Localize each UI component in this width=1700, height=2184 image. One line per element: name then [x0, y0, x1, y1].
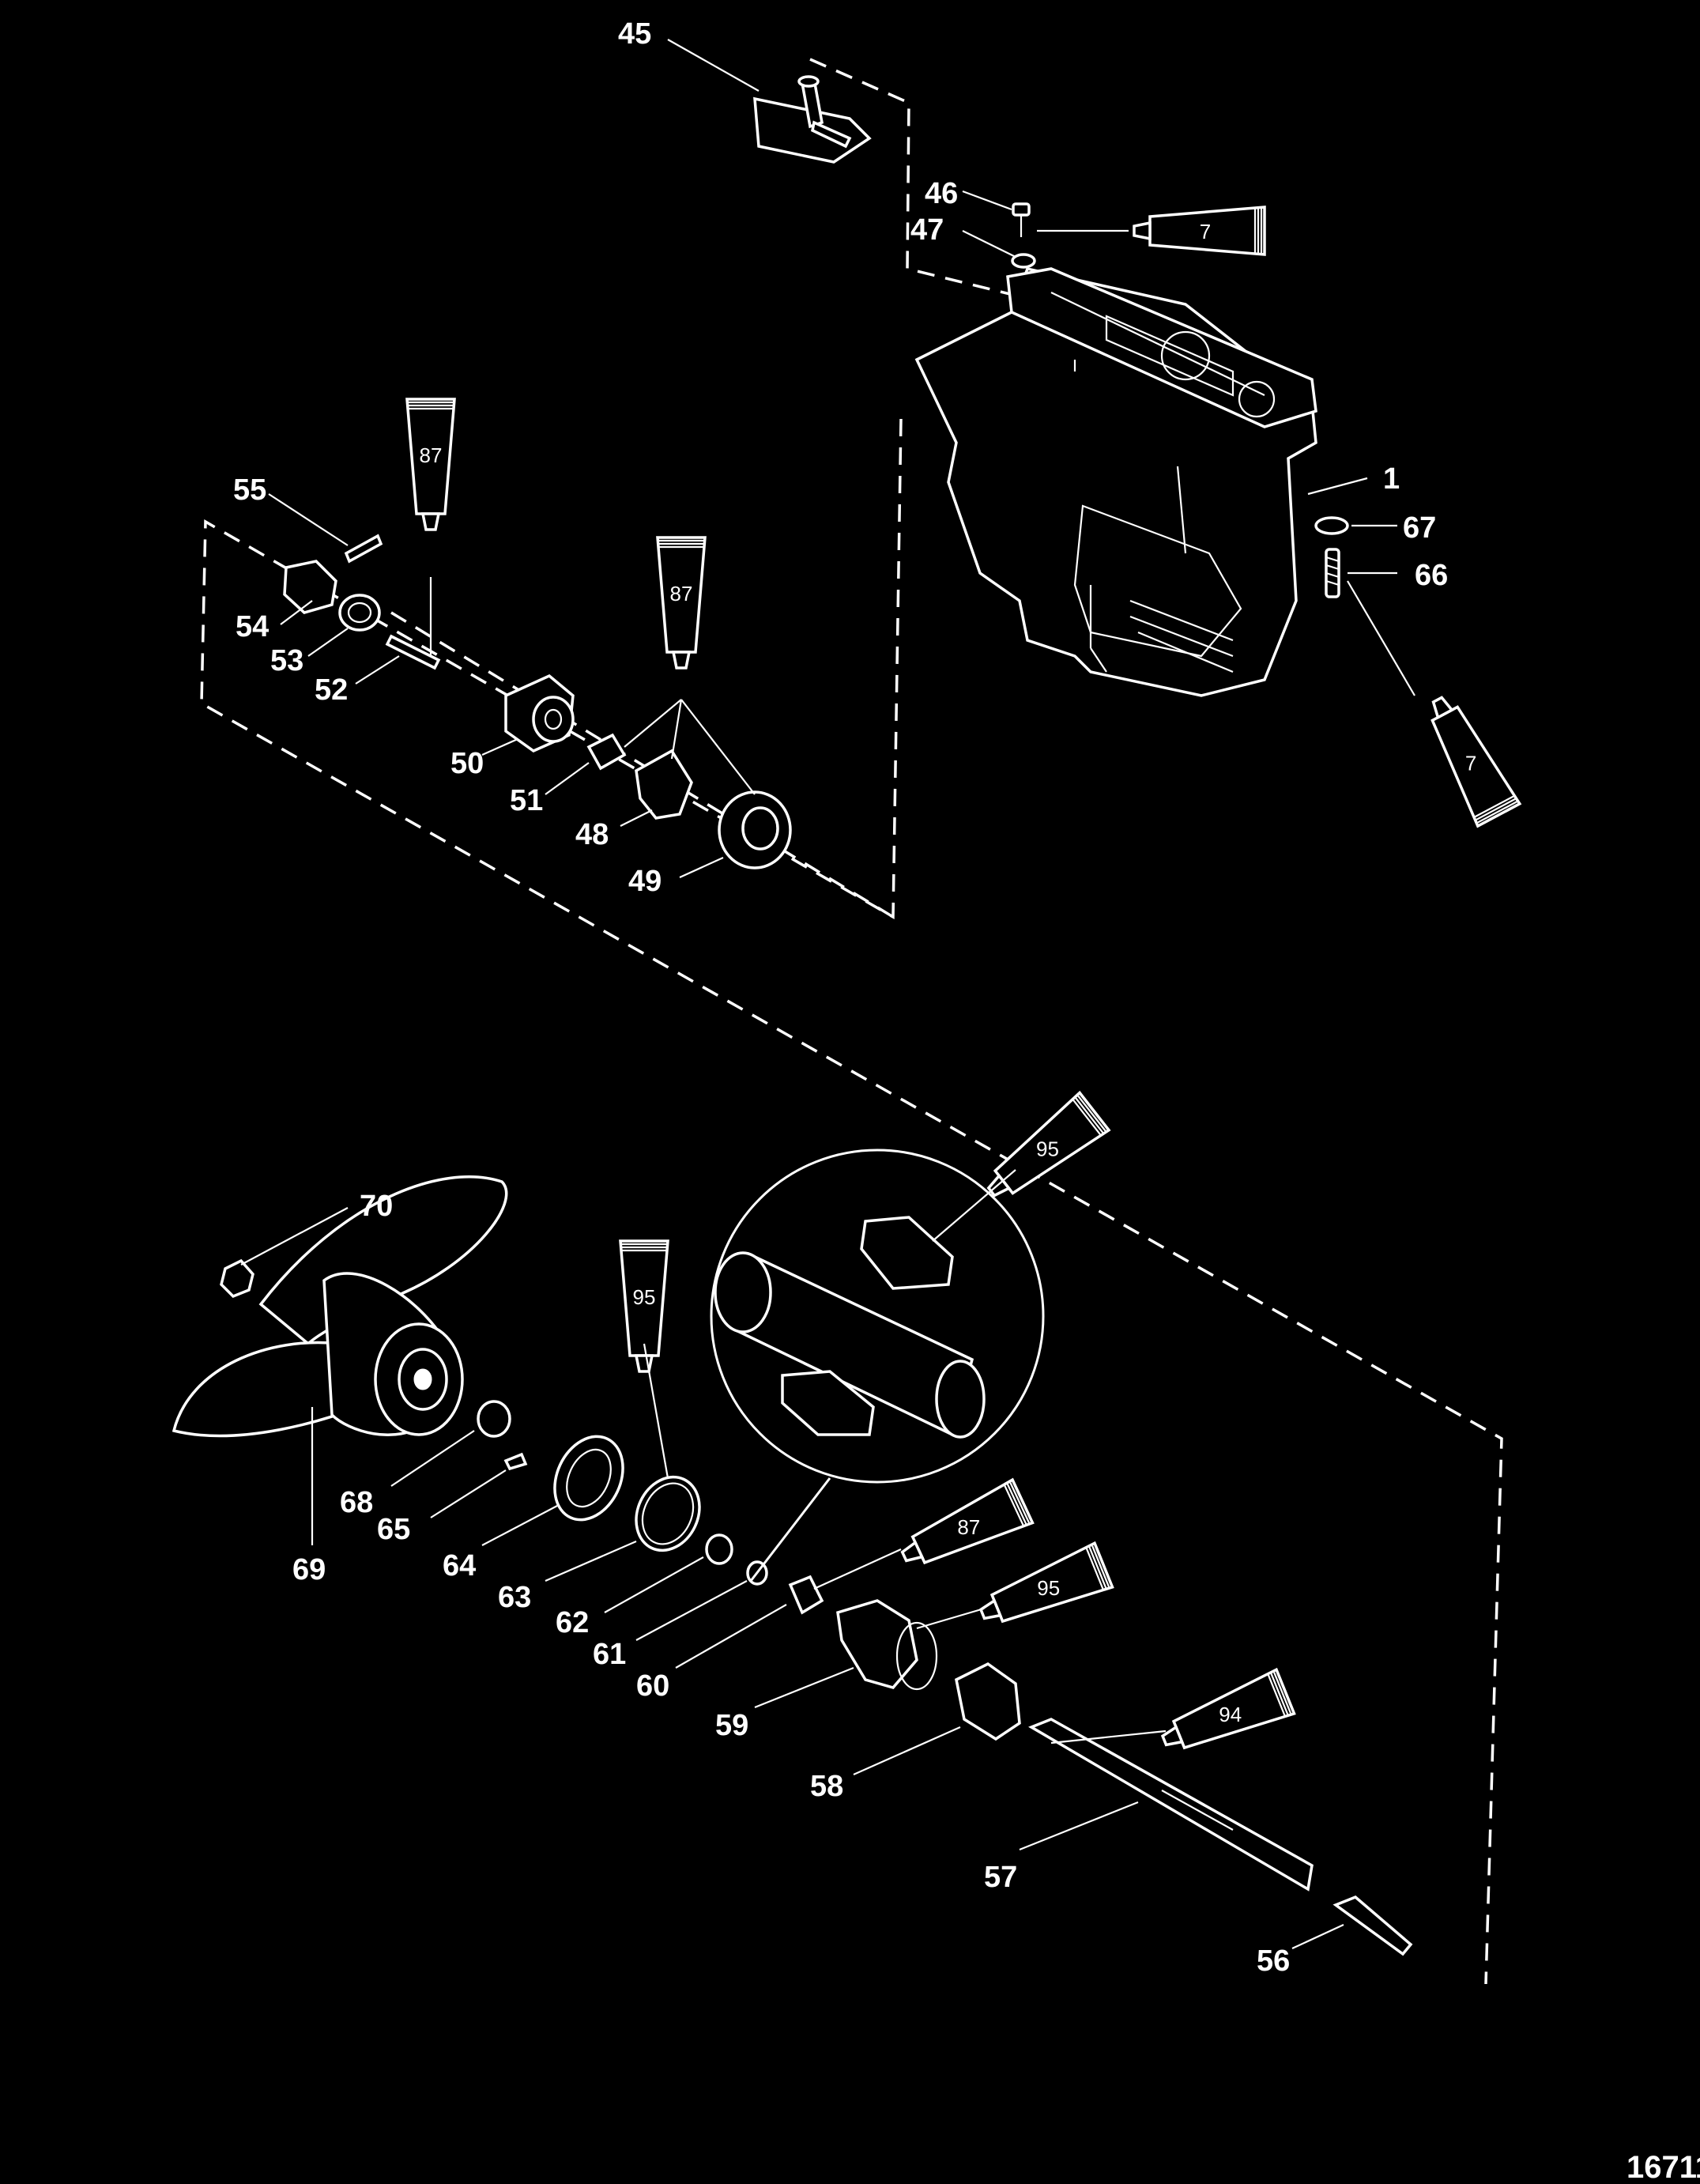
tube-label: 95 [633, 1285, 656, 1309]
tube-label: 95 [1037, 1576, 1060, 1600]
tube-label: 7 [1200, 220, 1211, 243]
callout-62: 62 [556, 1606, 589, 1639]
callout-68: 68 [340, 1486, 373, 1519]
callout-54: 54 [236, 610, 269, 643]
tube-label: 87 [670, 582, 693, 605]
anode-part [753, 75, 872, 164]
figure-number: 16711 [1626, 2150, 1700, 2184]
tube-label: 87 [957, 1515, 980, 1539]
callout-70: 70 [360, 1190, 393, 1223]
sealant-tube-87-upper-middle: 87 [656, 536, 707, 670]
callout-48: 48 [575, 818, 609, 851]
callout-63: 63 [498, 1581, 531, 1614]
tube-label: 87 [420, 443, 443, 467]
propshaft-group [477, 1400, 1413, 1956]
callout-58: 58 [810, 1770, 843, 1803]
assembly-dashed-lines [200, 58, 1503, 1985]
callout-52: 52 [315, 673, 348, 707]
leader-lines [240, 39, 1415, 1949]
callout-65: 65 [377, 1513, 410, 1546]
sealant-tube-87-lower: 87 [900, 1477, 1035, 1565]
callout-1: 1 [1383, 462, 1400, 496]
callout-67: 67 [1403, 511, 1436, 545]
callout-47: 47 [910, 213, 944, 247]
callout-45: 45 [618, 17, 651, 51]
callout-51: 51 [510, 784, 543, 817]
sealant-tube-7-top: 7 [1133, 206, 1266, 256]
callout-69: 69 [292, 1553, 326, 1586]
callout-53: 53 [270, 644, 303, 677]
sealant-tube-94: 94 [1160, 1667, 1296, 1750]
callout-55: 55 [233, 473, 266, 507]
callout-59: 59 [715, 1709, 748, 1742]
callout-46: 46 [925, 177, 958, 210]
propeller [172, 1175, 508, 1438]
callout-50: 50 [450, 747, 484, 780]
detail-inset [710, 1149, 1045, 1582]
pinion-gear-group [283, 534, 792, 869]
sealant-tube-95-lower: 95 [978, 1541, 1114, 1624]
callout-61: 61 [593, 1638, 626, 1671]
callout-64: 64 [443, 1549, 476, 1582]
sealant-tube-7-right: 7 [1430, 696, 1522, 828]
bolt-and-washer [1011, 202, 1036, 269]
callout-60: 60 [636, 1669, 669, 1703]
gearcase-housing [914, 266, 1317, 697]
sealant-tube-95-left: 95 [619, 1239, 669, 1373]
callout-57: 57 [984, 1861, 1017, 1894]
callout-66: 66 [1415, 559, 1448, 592]
callout-49: 49 [628, 865, 662, 898]
tube-label: 7 [1465, 752, 1476, 775]
tube-label: 95 [1036, 1137, 1059, 1160]
sealant-tube-95-right: 95 [986, 1090, 1111, 1198]
callout-labels: 1 45 46 47 48 49 50 51 52 53 54 55 56 57… [233, 17, 1448, 1978]
tube-label: 94 [1219, 1703, 1242, 1726]
callout-56: 56 [1257, 1944, 1290, 1978]
sealant-tube-87-upper-left: 87 [405, 398, 456, 531]
drain-plug [1314, 516, 1349, 598]
